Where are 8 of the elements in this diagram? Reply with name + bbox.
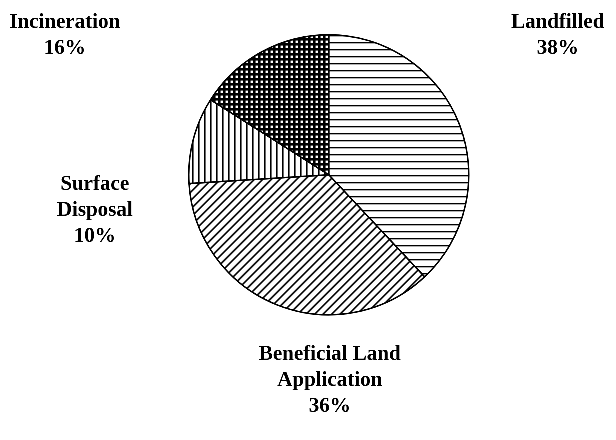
category-label: Surface Disposal <box>56 170 134 222</box>
category-label: Incineration <box>8 8 122 34</box>
category-label: Landfilled <box>510 8 606 34</box>
value-label: 16% <box>43 34 87 60</box>
category-label: Beneficial Land Application <box>258 340 402 392</box>
value-label: 38% <box>536 34 580 60</box>
value-label: 10% <box>73 222 117 248</box>
value-label: 36% <box>308 392 352 418</box>
